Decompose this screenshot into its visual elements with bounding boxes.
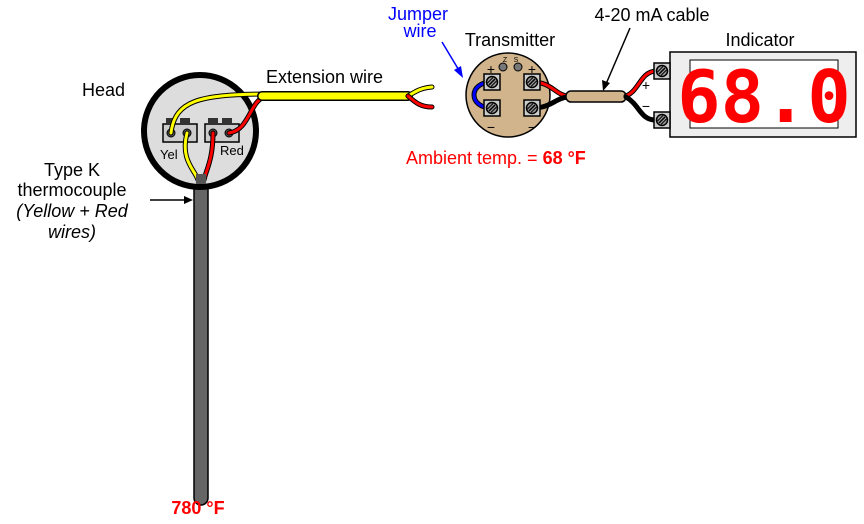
cable-arrow xyxy=(605,27,631,85)
probe-temp: 780 °F xyxy=(171,498,224,518)
red-label: Red xyxy=(220,143,244,158)
transmitter-label: Transmitter xyxy=(465,30,555,50)
indicator-terminal xyxy=(653,62,671,80)
cable-label: 4-20 mA cable xyxy=(594,5,709,25)
tc-label-3: (Yellow + Red xyxy=(16,201,129,221)
transmitter-body xyxy=(465,52,551,138)
s-label: S xyxy=(514,57,519,64)
signal-cable xyxy=(565,90,627,103)
jumper-wire-label: Jumper xyxy=(388,4,448,24)
ambient-prefix: Ambient temp. = xyxy=(406,148,543,168)
probe-gland xyxy=(196,174,206,184)
extension-wire-label: Extension wire xyxy=(266,67,383,87)
indicator-terminal xyxy=(653,111,671,129)
plus-label: + xyxy=(487,61,495,77)
minus-label: − xyxy=(487,119,495,135)
plus-label: + xyxy=(528,61,536,77)
thermocouple-head xyxy=(141,72,259,190)
thermocouple-probe xyxy=(193,174,209,506)
indicator-label: Indicator xyxy=(725,30,794,50)
ambient-temp: Ambient temp. = 68 °F xyxy=(406,148,586,168)
indicator-plus: + xyxy=(642,77,650,93)
jumper-arrow xyxy=(441,41,461,73)
minus-label: − xyxy=(528,119,536,135)
terminal-screw xyxy=(523,99,541,117)
head-label: Head xyxy=(82,80,125,100)
yel-label: Yel xyxy=(160,147,178,162)
ambient-value: 68 °F xyxy=(543,148,586,168)
tc-label-4: wires) xyxy=(48,222,96,242)
z-label: Z xyxy=(503,57,508,64)
jumper-wire-label-2: wire xyxy=(402,21,436,41)
indicator-display: 68.0 xyxy=(677,55,850,139)
terminal-screw xyxy=(483,99,501,117)
tc-label-2: thermocouple xyxy=(17,180,126,200)
indicator-minus: − xyxy=(642,98,650,114)
tc-label-1: Type K xyxy=(44,160,100,180)
